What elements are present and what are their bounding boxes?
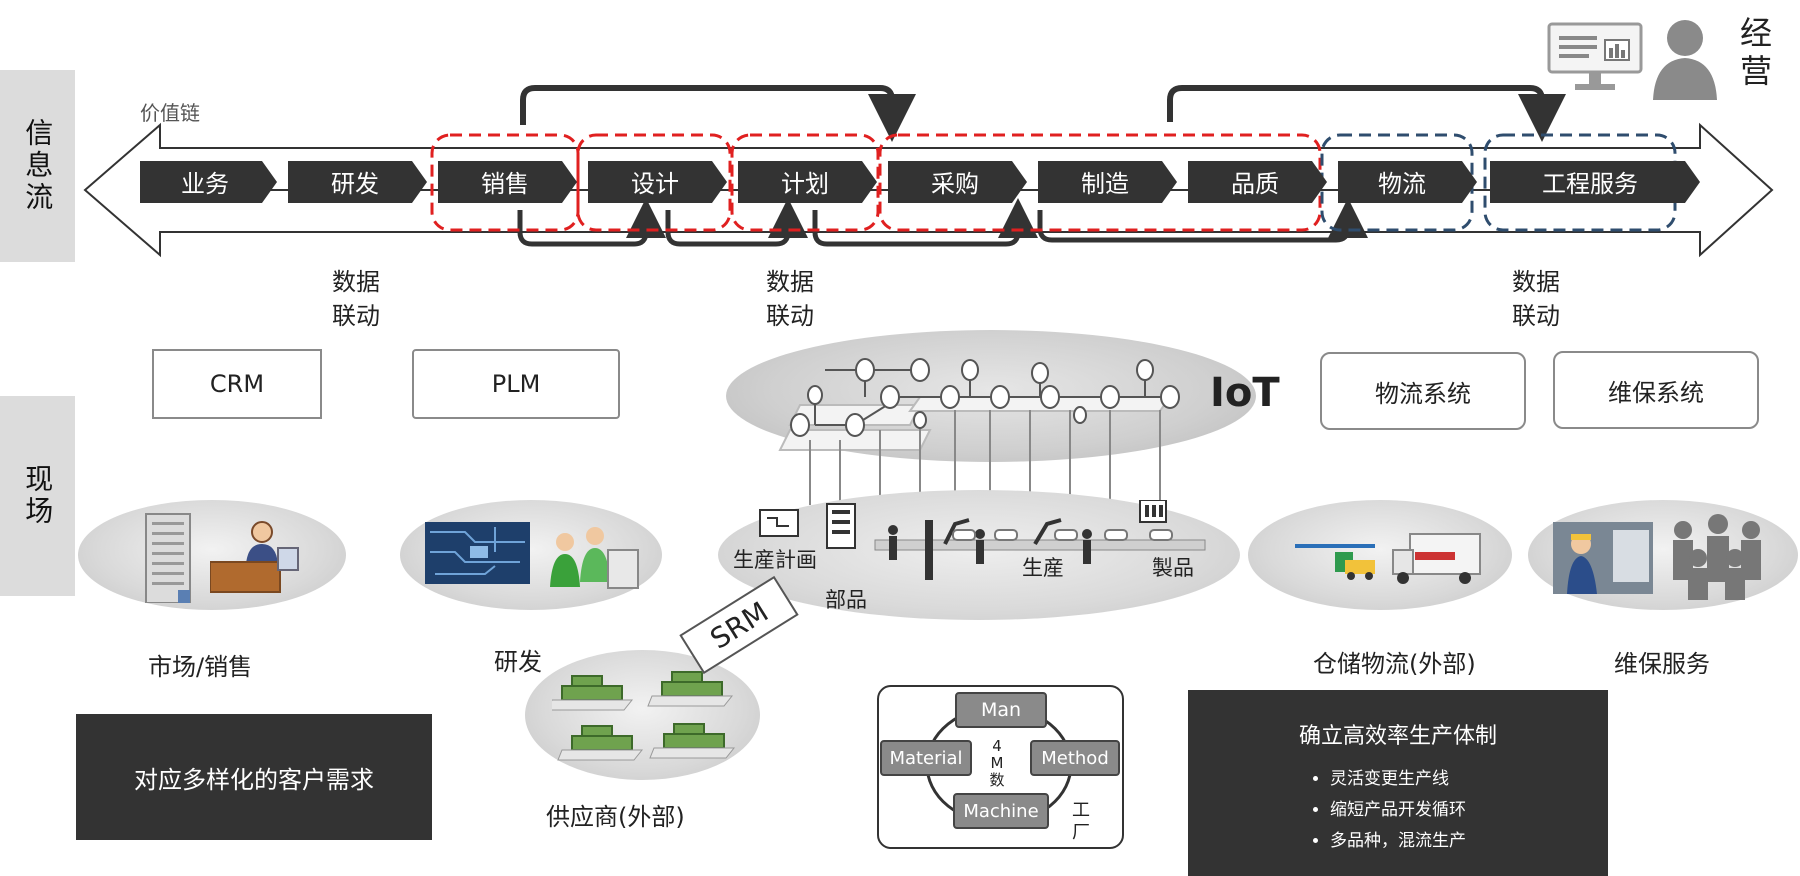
- step-label-4: 设计: [631, 170, 679, 198]
- link-arrow-1: [517, 198, 666, 247]
- step-shape-8: [1188, 161, 1327, 203]
- step-shape-5: [738, 161, 877, 203]
- efficiency-title: 确立高效率生产体制: [1298, 724, 1497, 749]
- iot-node-network-icon: [778, 358, 1180, 505]
- management-label: 经营: [1740, 14, 1773, 90]
- step-label-2: 研发: [331, 170, 379, 198]
- step-shape-4: [588, 161, 727, 203]
- executive-with-monitor-icon: [1547, 20, 1717, 100]
- step-label-9: 物流: [1378, 170, 1426, 198]
- step-shape-10: [1490, 161, 1700, 203]
- link-arrow-2: [665, 198, 808, 247]
- market-sales-label: 市场/销售: [148, 653, 253, 681]
- data-link-right-line1: 数据: [1512, 268, 1560, 296]
- supplier-label: 供应商(外部): [546, 803, 685, 831]
- factory-label: 工 厂: [1072, 800, 1090, 843]
- link-arrow-3: [812, 198, 1038, 247]
- office-building-icon: [145, 513, 191, 603]
- step-shape-9: [1338, 161, 1477, 203]
- factory-plan-label: 生産計画: [733, 548, 817, 572]
- maintenance-system-box: 维保系统: [1553, 351, 1759, 429]
- four-m-man: Man: [955, 692, 1047, 728]
- crm-system-box: CRM: [152, 349, 322, 419]
- step-label-10: 工程服务: [1542, 170, 1638, 198]
- warehouse-label: 仓储物流(外部): [1313, 650, 1476, 678]
- step-label-1: 业务: [181, 170, 229, 198]
- step-shape-2: [288, 161, 427, 203]
- step-shape-3: [438, 161, 577, 203]
- info-flow-sidebar: 信息流: [0, 70, 75, 262]
- logistics-system-box: 物流系统: [1320, 352, 1526, 430]
- value-chain-diagram: 业务 研发 销售 设计 计划 采购 制造 品质 物流 工程服务: [83, 85, 1774, 258]
- field-label: 现场: [21, 464, 55, 528]
- data-link-right: 数据 联动: [1500, 265, 1572, 333]
- engineers-team-icon: [550, 527, 639, 589]
- chain-steps: 业务 研发 销售 设计 计划 采购 制造 品质 物流 工程服务: [140, 161, 1700, 203]
- srm-tag: SRM: [679, 575, 799, 675]
- efficiency-bullets: 灵活变更生产线 缩短产品开发循环 多品种，混流生产: [1188, 764, 1608, 857]
- supplier-factories-icon: [552, 671, 736, 761]
- products-label: 製品: [1152, 556, 1194, 580]
- businessman-at-desk-icon: [210, 521, 299, 593]
- info-flow-label: 信息流: [21, 118, 55, 214]
- four-m-machine: Machine: [953, 793, 1049, 829]
- customer-demand-box: 对应多样化的客户需求: [76, 714, 432, 840]
- maintenance-service-label: 维保服务: [1614, 650, 1710, 678]
- data-link-left-line1: 数据: [332, 268, 380, 296]
- four-m-method: Method: [1030, 740, 1120, 776]
- efficiency-box: 确立高效率生产体制 灵活变更生产线 缩短产品开发循环 多品种，混流生产: [1188, 690, 1608, 876]
- iot-label: IoT: [1210, 370, 1280, 416]
- field-sidebar: 现场: [0, 396, 75, 596]
- four-m-material: Material: [880, 740, 972, 776]
- four-m-center-label: 4 M 数: [989, 737, 1005, 789]
- step-shape-6: [888, 161, 1027, 203]
- data-link-middle-line2: 联动: [766, 302, 814, 330]
- efficiency-bullet: 灵活变更生产线: [1330, 764, 1608, 795]
- data-link-left-line2: 联动: [332, 302, 380, 330]
- efficiency-bullet: 缩短产品开发循环: [1330, 795, 1608, 826]
- data-link-middle-line1: 数据: [766, 268, 814, 296]
- rd-label: 研发: [494, 648, 542, 676]
- plm-system-box: PLM: [412, 349, 620, 419]
- step-label-7: 制造: [1081, 170, 1129, 198]
- group-design: [576, 133, 732, 232]
- data-link-right-line2: 联动: [1512, 302, 1560, 330]
- production-line-icon: [759, 500, 1206, 580]
- srm-label: SRM: [704, 594, 774, 656]
- step-label-3: 销售: [481, 170, 529, 198]
- efficiency-bullet: 多品种，混流生产: [1330, 826, 1608, 857]
- feedback-arrow-sales-to-purchase: [520, 85, 916, 142]
- step-label-5: 计划: [781, 170, 829, 198]
- step-shape-1: [140, 161, 277, 203]
- production-label: 生産: [1022, 556, 1064, 580]
- customer-demand-text: 对应多样化的客户需求: [134, 765, 374, 794]
- maintenance-workers-icon: [1553, 514, 1761, 600]
- data-link-left: 数据 联动: [320, 265, 392, 333]
- step-label-8: 品质: [1231, 170, 1279, 198]
- parts-label: 部品: [825, 588, 867, 612]
- data-link-middle: 数据 联动: [754, 265, 826, 333]
- feedback-arrow-quality-to-service: [1167, 85, 1566, 142]
- step-label-6: 采购: [931, 170, 979, 198]
- circuit-board-icon: [425, 522, 530, 584]
- step-shape-7: [1038, 161, 1177, 203]
- forklift-truck-icon: [1295, 533, 1481, 584]
- link-arrow-4: [1037, 198, 1368, 243]
- value-chain-label: 价值链: [140, 101, 200, 125]
